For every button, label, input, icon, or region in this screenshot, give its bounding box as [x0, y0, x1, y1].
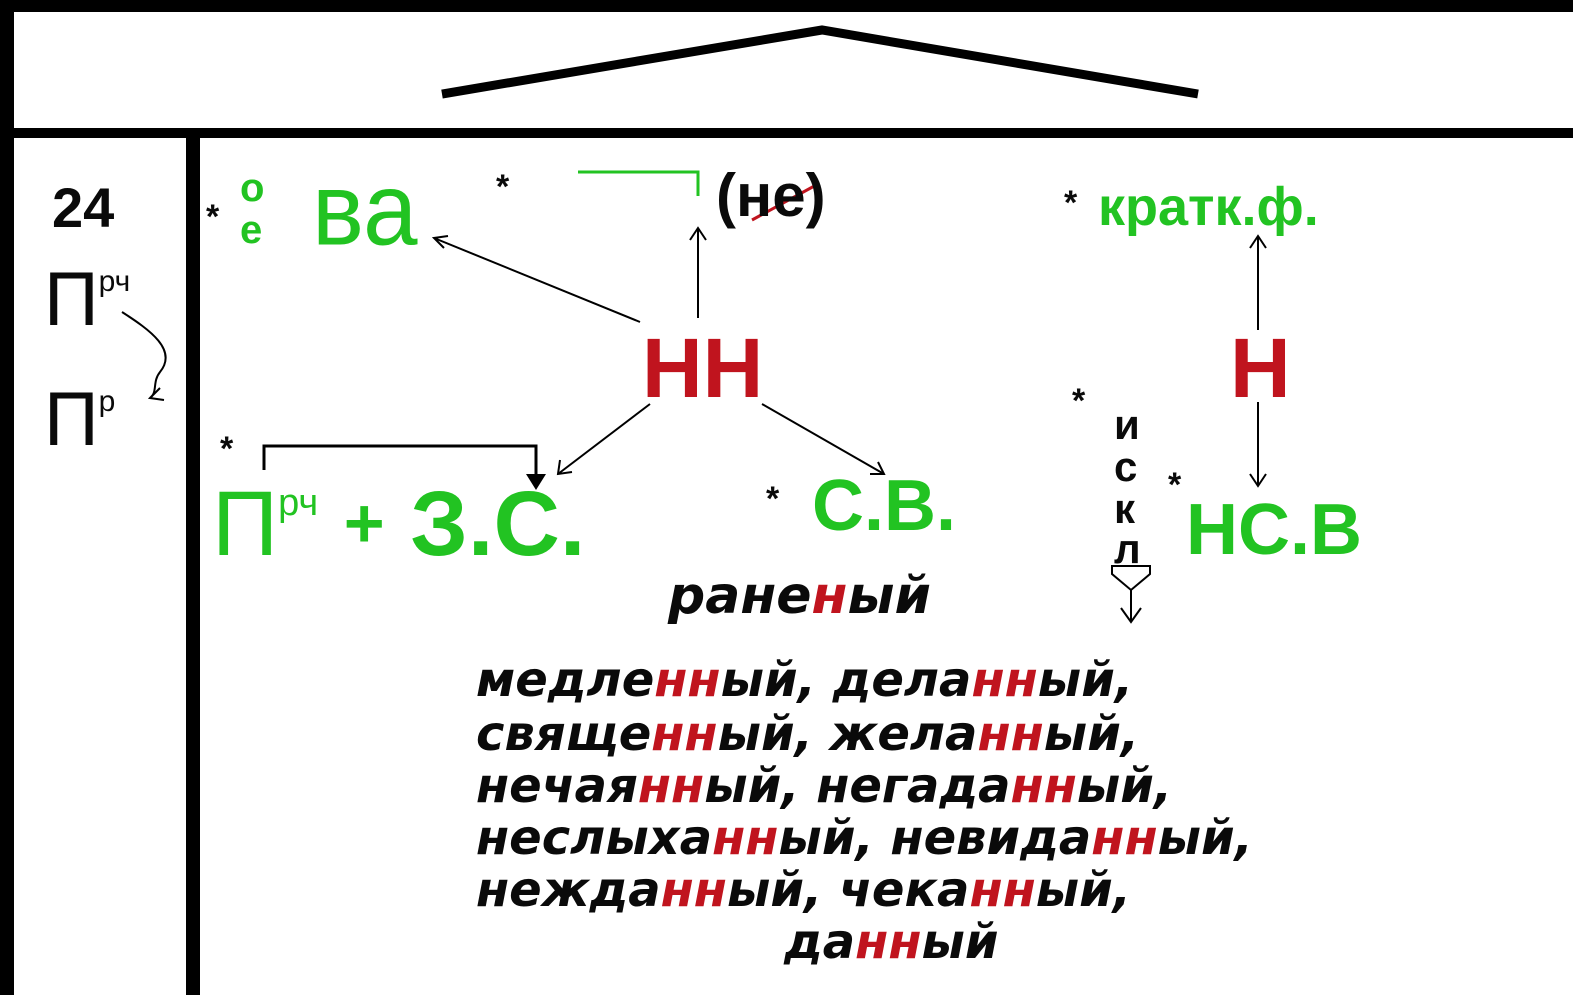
red-nn-segment: нн: [654, 652, 721, 708]
ova-o: о: [240, 166, 265, 210]
prch-zs-star: *: [220, 430, 234, 468]
word-segment: ый, дела: [720, 652, 972, 708]
word-segment: да: [784, 914, 856, 970]
prch-zs-p: П: [212, 473, 279, 575]
word-segment: нежда: [476, 862, 661, 918]
iskl-arrowhead: [1120, 607, 1142, 624]
word-segment: ый, жела: [717, 706, 978, 762]
word-segment: медле: [476, 652, 655, 708]
nn-to-sv-arrow: [761, 403, 885, 475]
exceptions-line-3: нечаянный, негаданный,: [476, 762, 1172, 810]
red-nn-segment: нн: [1091, 810, 1158, 866]
prch-label: Прч: [44, 262, 130, 338]
ranenyi-after: ый: [847, 566, 931, 626]
ova-e: е: [240, 208, 263, 252]
word-segment: ый,: [1043, 706, 1140, 762]
prch-zs-label: Прч + З.С.: [212, 478, 585, 570]
word-segment: ый,: [1037, 652, 1134, 708]
ranenyi-red: н: [811, 566, 848, 626]
nn-to-sv-arrowhead: [870, 461, 886, 475]
red-nn-segment: нн: [855, 914, 922, 970]
iskl-letter-1: и: [1114, 401, 1140, 448]
iskl-letter-4: л: [1114, 525, 1141, 572]
n-to-nsv-arrowhead: [1249, 473, 1267, 488]
card-frame: [14, 12, 1573, 995]
ova-star: *: [206, 198, 220, 236]
iskl-letter-2: с: [1114, 443, 1138, 490]
red-nn-segment: нн: [969, 862, 1036, 918]
nn-to-ova-arrowhead: [431, 235, 449, 249]
exceptions-line-1: медленный, деланный,: [476, 656, 1133, 704]
pr-label: Пр: [44, 382, 115, 458]
section-number: 24: [52, 176, 115, 239]
prch-zs-plus: +: [343, 484, 385, 562]
word-segment: ый,: [1076, 758, 1173, 814]
sv-star: *: [766, 480, 780, 518]
nsv-label: НС.В: [1186, 490, 1362, 570]
prch-to-pr-arrowhead: [147, 387, 165, 401]
kratk-label: кратк.ф.: [1098, 177, 1319, 237]
roof-shape: [441, 25, 1199, 99]
red-nn-segment: нн: [977, 706, 1044, 762]
sv-label: С.В.: [812, 466, 956, 546]
ranenyi-before: ране: [668, 566, 812, 626]
kratk-star: *: [1064, 184, 1078, 222]
prch-zs-sup: рч: [278, 482, 319, 524]
exceptions-line-5: нежданный, чеканный,: [476, 866, 1131, 914]
pr-letter: П: [44, 377, 99, 462]
column-divider: [186, 134, 200, 995]
ne-label: (не): [716, 162, 826, 229]
nn-to-prch-arrow: [557, 403, 651, 475]
prch-to-pr-curve: [121, 311, 167, 399]
prch-bracket-line: [262, 444, 538, 482]
prch-bracket-arrowhead: [526, 474, 546, 490]
exceptions-line-6: данный: [784, 918, 999, 966]
red-nn-segment: нн: [712, 810, 779, 866]
nn-to-ne-arrowhead: [689, 226, 707, 241]
word-segment: ый, невида: [778, 810, 1092, 866]
header-divider: [14, 128, 1573, 138]
exceptions-line-4: неслыханный, невиданный,: [476, 814, 1253, 862]
red-nn-segment: нн: [971, 652, 1038, 708]
prch-sup: рч: [98, 265, 131, 298]
n-label: Н: [1230, 321, 1291, 415]
ranenyi-example: раненый: [668, 570, 931, 622]
red-nn-segment: нн: [637, 758, 705, 814]
ne-star: *: [496, 168, 510, 206]
ne-bracket: [578, 170, 700, 196]
red-nn-segment: нн: [660, 862, 727, 918]
word-segment: ый: [921, 914, 999, 970]
word-segment: неслыха: [476, 810, 713, 866]
word-segment: ый, чека: [726, 862, 970, 918]
word-segment: ый,: [1157, 810, 1253, 866]
word-segment: ый, негада: [704, 758, 1011, 814]
nn-label: НН: [642, 321, 764, 415]
red-nn-segment: нн: [1010, 758, 1077, 814]
prch-letter: П: [44, 257, 99, 342]
nsv-star: *: [1168, 466, 1182, 504]
iskl-letter-3: к: [1114, 485, 1136, 532]
nn-to-prch-arrowhead: [556, 459, 573, 476]
n-to-kratk-arrowhead: [1249, 234, 1267, 249]
exceptions-line-2: священный, желанный,: [476, 710, 1139, 758]
red-nn-segment: нн: [651, 706, 718, 762]
prch-zs-zs: З.С.: [410, 473, 586, 575]
ova-va: ва: [312, 151, 418, 267]
iskl-arrow-box: [1111, 565, 1151, 592]
iskl-star: *: [1072, 382, 1086, 420]
word-segment: ый,: [1035, 862, 1132, 918]
ne-strike: [751, 182, 819, 222]
nn-to-ova-arrow: [433, 237, 641, 323]
word-segment: свяще: [476, 706, 652, 762]
word-segment: нечая: [476, 758, 638, 814]
pr-sup: р: [98, 385, 116, 418]
